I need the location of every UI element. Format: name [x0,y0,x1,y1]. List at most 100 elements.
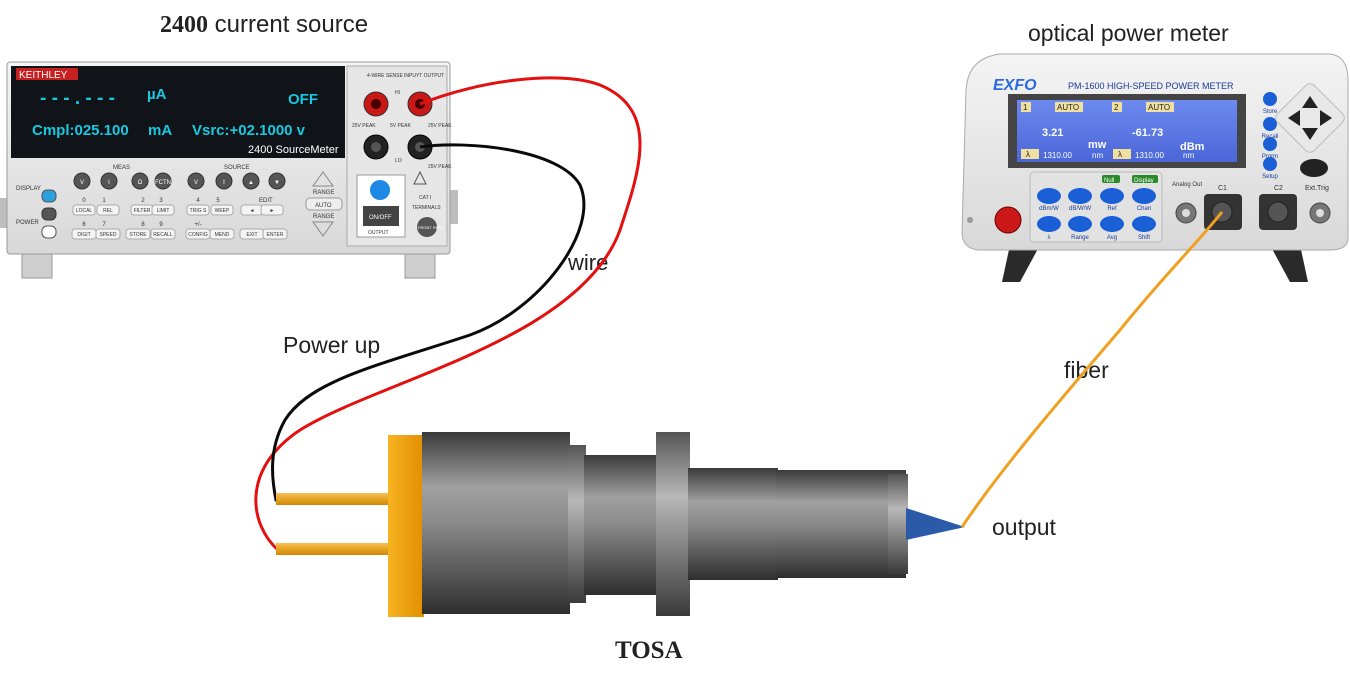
keithley-row3-key-2[interactable] [125,228,151,240]
keithley-key-label-5: I [223,180,225,186]
exfo-key-r2-2[interactable] [1100,216,1124,232]
exfo-power-button[interactable] [994,206,1022,234]
nav-left-icon[interactable] [1288,110,1300,126]
peak-25v-label-b: 25V PEAK [428,123,452,129]
keithley-num2-3: 9 [159,222,163,228]
source-label: SOURCE [224,165,250,171]
onoff-label: ON/OFF [369,215,392,221]
keithley-row2-key-0[interactable] [72,204,96,216]
keithley-row2-key-1[interactable] [96,204,120,216]
exfo-logo: EXFO [993,77,1037,94]
tosa-ring [656,432,690,616]
keithley-row2-key-3[interactable] [151,204,175,216]
front-rear-switch[interactable] [417,217,437,237]
keithley-output-state: OFF [288,91,318,108]
exfo-key-r1-3[interactable] [1132,188,1156,204]
keithley-key-2[interactable] [131,172,149,190]
source-title-number: 2400 [160,12,208,38]
exfo-enter-button[interactable] [1300,159,1328,177]
ch2-box [1112,102,1122,112]
keithley-key-0[interactable] [73,172,91,190]
ch2-unit: dBm [1180,141,1205,153]
keithley-row3-label-6: EXIT [246,232,257,238]
tosa-pin-bottom [276,543,392,555]
front-rear-label: FRONT REAR [418,225,444,230]
keithley-compliance: Cmpl:025.100 [32,122,129,139]
terminals-label: TERMINALS [412,205,441,211]
keithley-key-3[interactable] [154,172,172,190]
exfo-leg-right [1270,245,1308,282]
ch1-unit: mw [1088,139,1107,151]
auto1-box [1055,102,1083,112]
exfo-side-key-3[interactable] [1263,157,1277,171]
exfo-key-r2-0[interactable] [1037,216,1061,232]
ch1-box [1021,102,1031,112]
keithley-num2-2: 8 [141,222,145,228]
keithley-row2-label-0: LOCAL [76,208,93,214]
keithley-display [11,66,345,158]
keithley-row2-key-5[interactable] [210,204,234,216]
keithley-brand: KEITHLEY [19,70,68,81]
c2-label: C2 [1274,185,1283,192]
tosa-barrel [584,455,658,595]
power-switch[interactable] [41,225,57,239]
output-label: output [992,514,1056,540]
keithley-2400-sourcemeter: KEITHLEY - - - . - - - µA OFF Cmpl:025.1… [0,61,458,279]
nav-down-icon[interactable] [1302,128,1318,140]
keithley-model: 2400 SourceMeter [248,144,339,156]
lambda1-label: λ [1026,150,1030,159]
input-output-label: INPUYT OUTPUT [404,73,444,79]
exfo-side-key-1[interactable] [1263,117,1277,131]
onoff-button[interactable] [363,206,399,226]
exfo-key-r1-0[interactable] [1037,188,1061,204]
exfo-key-r1-2[interactable] [1100,188,1124,204]
keithley-key-1[interactable] [100,172,118,190]
cat-label: CAT I [419,195,431,201]
keithley-row2-label-5: WEEP [215,208,230,214]
nav-right-icon[interactable] [1320,110,1332,126]
range-down-icon[interactable] [312,221,334,237]
keithley-key-4[interactable] [187,172,205,190]
keithley-row3-label-1: SPEED [100,232,117,238]
keithley-row3-key-7[interactable] [262,228,288,240]
lo-label: LO [395,158,402,164]
exfo-key-r2-3[interactable] [1132,216,1156,232]
range-label-up: RANGE [313,190,334,196]
range-label-down: RANGE [313,214,334,220]
keithley-row2-key-7[interactable] [260,204,284,216]
keithley-row3-label-2: STORE [129,232,147,238]
analog-out-center [1182,209,1190,217]
exfo-key-r2-1[interactable] [1068,216,1092,232]
keithley-key-label-1: I [108,180,110,186]
tosa-device [276,432,965,617]
exfo-side-key-2[interactable] [1263,137,1277,151]
keithley-row2-key-4[interactable] [186,204,210,216]
exfo-key-r2-label-3: Shift [1138,235,1150,241]
red-wire [254,76,642,552]
keithley-key-label-4: V [194,180,198,186]
keithley-num-0: 0 [82,198,86,204]
hi-label: HI [395,90,400,96]
keithley-key-6[interactable] [242,172,260,190]
exfo-key-r1-1[interactable] [1068,188,1092,204]
keithley-row3-key-1[interactable] [95,228,121,240]
peak-25v-label-c: 25V PEAK [428,164,452,170]
range-up-icon[interactable] [312,171,334,187]
keithley-row3-key-3[interactable] [150,228,176,240]
keithley-key-7[interactable] [268,172,286,190]
keithley-num2-4: +/- [194,222,201,228]
keithley-row3-label-4: CONFIG [188,232,208,238]
auto-range-button[interactable] [305,197,343,211]
display-label: DISPLAY [16,186,41,192]
display-button[interactable] [41,207,57,221]
keithley-row3-key-5[interactable] [209,228,235,240]
nav-up-icon[interactable] [1302,96,1318,108]
display-toggle[interactable] [41,189,57,203]
keithley-row3-label-3: RECALL [153,232,173,238]
keithley-num2-1: 7 [102,222,106,228]
keithley-row2-label-3: LIMIT [157,208,170,214]
ch1-value: 3.21 [1042,127,1063,139]
keithley-key-5[interactable] [215,172,233,190]
exfo-side-key-0[interactable] [1263,92,1277,106]
